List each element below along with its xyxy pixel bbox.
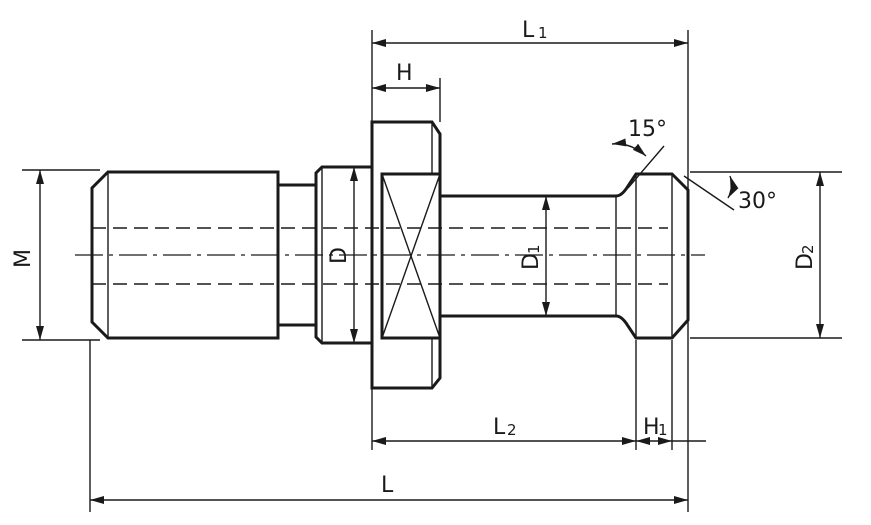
label-D2-group: D 2	[793, 244, 818, 270]
label-H: H	[396, 61, 413, 86]
label-H1-sub: 1	[658, 421, 668, 439]
label-M: M	[11, 249, 36, 268]
label-angle-15: 15°	[628, 117, 667, 142]
label-D1: D	[519, 253, 544, 270]
label-L2-sub: 2	[507, 421, 517, 439]
label-D: D	[327, 247, 352, 264]
label-L1-sub: 1	[538, 24, 548, 42]
shaft-and-head	[440, 172, 690, 340]
wrench-flats	[380, 172, 442, 340]
ext-line-15-angle	[627, 145, 665, 189]
label-L: L	[381, 473, 394, 498]
undercut-neck	[278, 183, 316, 327]
label-D1-group: D 1	[519, 244, 544, 270]
dim-arc-30	[727, 175, 739, 199]
label-L2: L	[493, 415, 506, 440]
label-D2: D	[793, 253, 818, 270]
dim-arc-15	[611, 138, 647, 157]
label-angle-30: 30°	[738, 189, 777, 214]
flat-diagonal-2	[381, 173, 441, 339]
ext-line-30-angle	[683, 175, 735, 211]
label-D1-sub: 1	[525, 244, 543, 254]
label-L1: L	[522, 18, 535, 43]
label-D2-sub: 2	[799, 244, 817, 254]
label-H1: H	[643, 415, 660, 440]
